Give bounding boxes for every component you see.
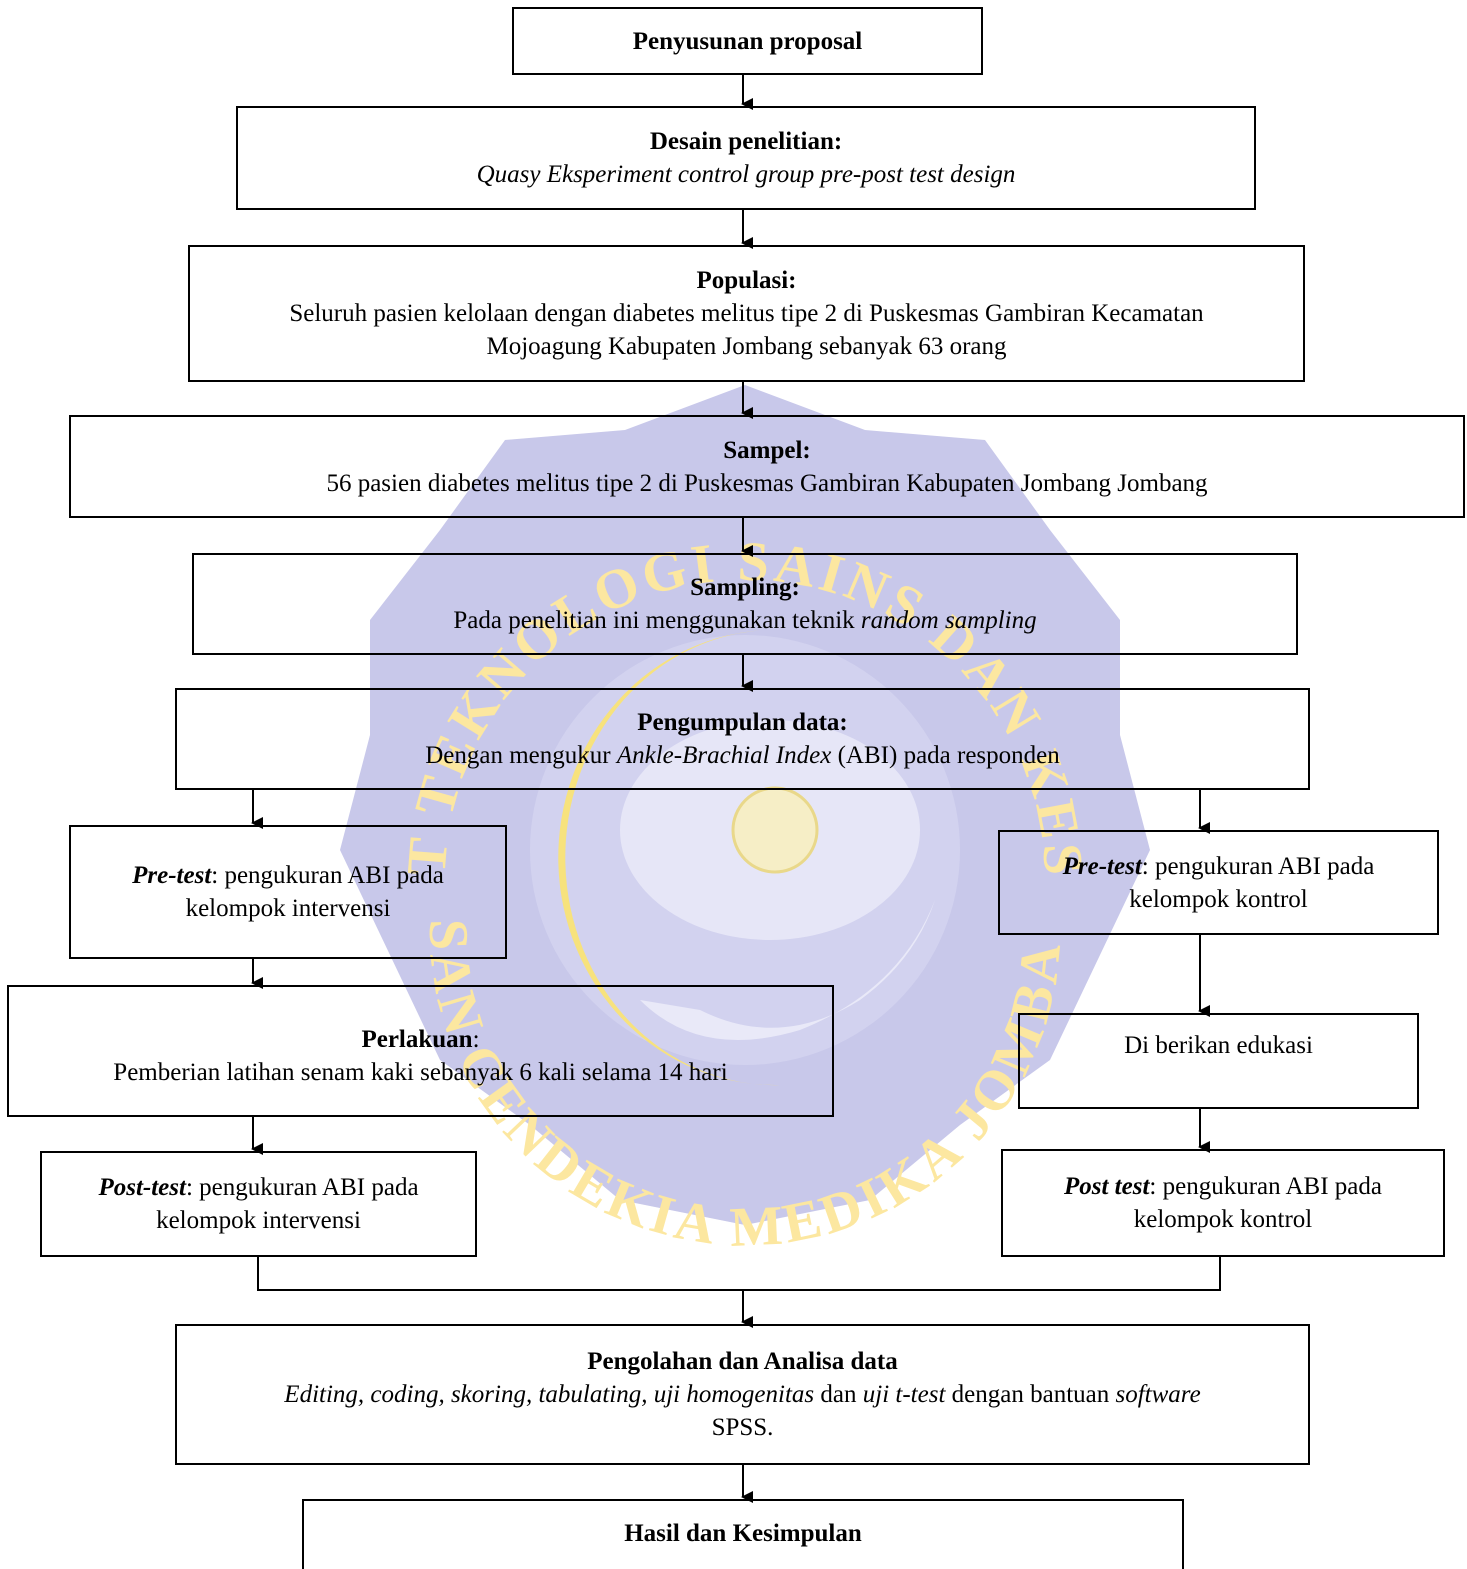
posttest-kontrol-line1: Post test: pengukuran ABI pada	[1064, 1170, 1382, 1203]
perlakuan-title: Perlakuan	[361, 1026, 473, 1053]
pretest-intervensi-line1: Pre-test: pengukuran ABI pada	[132, 859, 444, 892]
pengolahan-seg3: uji t-test	[862, 1381, 946, 1408]
pretest-kontrol-line2: kelompok kontrol	[1129, 885, 1308, 913]
hasil-title: Hasil dan Kesimpulan	[624, 1520, 862, 1547]
pengolahan-seg1: Editing, coding, skoring, tabulating, uj…	[284, 1381, 815, 1408]
box-sampling: Sampling: Pada penelitian ini menggunaka…	[192, 553, 1298, 655]
pengolahan-line1: Editing, coding, skoring, tabulating, uj…	[284, 1378, 1200, 1411]
pretest-intervensi-label: Pre-test	[132, 862, 212, 889]
pengumpulan-text-post: (ABI) pada responden	[831, 742, 1060, 769]
desain-text: Quasy Eksperiment control group pre-post…	[476, 161, 1016, 188]
box-desain-penelitian: Desain penelitian: Quasy Eksperiment con…	[236, 106, 1256, 210]
pengolahan-seg5: software	[1115, 1381, 1201, 1408]
pretest-kontrol-line1: Pre-test: pengukuran ABI pada	[1063, 850, 1375, 883]
pengolahan-seg4: dengan bantuan	[945, 1381, 1116, 1408]
posttest-kontrol-text: : pengukuran ABI pada	[1149, 1173, 1382, 1200]
posttest-intervensi-label: Post-test	[98, 1174, 186, 1201]
pengolahan-line2: SPSS.	[711, 1414, 774, 1441]
box-sampel: Sampel: 56 pasien diabetes melitus tipe …	[69, 415, 1465, 518]
watermark-atom-icon	[731, 786, 819, 874]
box-pretest-kontrol: Pre-test: pengukuran ABI pada kelompok k…	[998, 830, 1439, 935]
pretest-kontrol-label: Pre-test	[1062, 852, 1142, 880]
box-perlakuan: Perlakuan: Pemberian latihan senam kaki …	[7, 985, 834, 1117]
perlakuan-text: Pemberian latihan senam kaki sebanyak 6 …	[113, 1059, 728, 1086]
pretest-intervensi-line2: kelompok intervensi	[185, 895, 391, 922]
pengumpulan-line: Dengan mengukur Ankle-Brachial Index (AB…	[425, 739, 1060, 772]
desain-title: Desain penelitian:	[649, 128, 843, 155]
pengumpulan-title: Pengumpulan data:	[637, 709, 848, 736]
sampel-title: Sampel:	[723, 436, 811, 464]
box-pretest-intervensi: Pre-test: pengukuran ABI pada kelompok i…	[69, 825, 507, 959]
edukasi-text: Di berikan edukasi	[1124, 1032, 1313, 1059]
box-pengolahan-analisa: Pengolahan dan Analisa data Editing, cod…	[175, 1324, 1310, 1465]
sampling-title: Sampling:	[690, 574, 800, 601]
posttest-kontrol-label: Post test	[1063, 1173, 1150, 1200]
pengumpulan-text-pre: Dengan mengukur	[425, 742, 617, 769]
populasi-line1: Seluruh pasien kelolaan dengan diabetes …	[289, 300, 1204, 327]
pengumpulan-text-italic: Ankle-Brachial Index	[616, 742, 832, 769]
pretest-kontrol-text: : pengukuran ABI pada	[1141, 852, 1375, 880]
sampling-text: Pada penelitian ini menggunakan teknik	[453, 607, 861, 634]
sampling-text-italic: random sampling	[860, 607, 1037, 634]
posttest-intervensi-line1: Post-test: pengukuran ABI pada	[98, 1171, 418, 1204]
box-populasi: Populasi: Seluruh pasien kelolaan dengan…	[188, 245, 1305, 382]
box-posttest-intervensi: Post-test: pengukuran ABI pada kelompok …	[40, 1151, 477, 1257]
sampel-text: 56 pasien diabetes melitus tipe 2 di Pus…	[326, 469, 1208, 497]
box-edukasi: Di berikan edukasi	[1018, 1013, 1419, 1109]
box-pengumpulan-data: Pengumpulan data: Dengan mengukur Ankle-…	[175, 688, 1310, 790]
populasi-title: Populasi:	[696, 267, 797, 294]
posttest-kontrol-line2: kelompok kontrol	[1133, 1206, 1313, 1233]
perlakuan-title-line: Perlakuan:	[361, 1023, 479, 1056]
pretest-intervensi-text: : pengukuran ABI pada	[211, 862, 444, 889]
posttest-intervensi-line2: kelompok intervensi	[156, 1207, 361, 1234]
sampling-line: Pada penelitian ini menggunakan teknik r…	[453, 604, 1036, 637]
posttest-intervensi-text: : pengukuran ABI pada	[185, 1174, 419, 1201]
pengolahan-title: Pengolahan dan Analisa data	[587, 1348, 898, 1375]
populasi-line2: Mojoagung Kabupaten Jombang sebanyak 63 …	[486, 333, 1007, 360]
proposal-title: Penyusunan proposal	[632, 27, 863, 55]
box-posttest-kontrol: Post test: pengukuran ABI pada kelompok …	[1001, 1149, 1445, 1257]
box-penyusunan-proposal: Penyusunan proposal	[512, 7, 983, 75]
perlakuan-colon: :	[472, 1026, 480, 1053]
box-hasil-kesimpulan: Hasil dan Kesimpulan	[302, 1499, 1184, 1569]
pengolahan-seg2: dan	[814, 1381, 863, 1408]
